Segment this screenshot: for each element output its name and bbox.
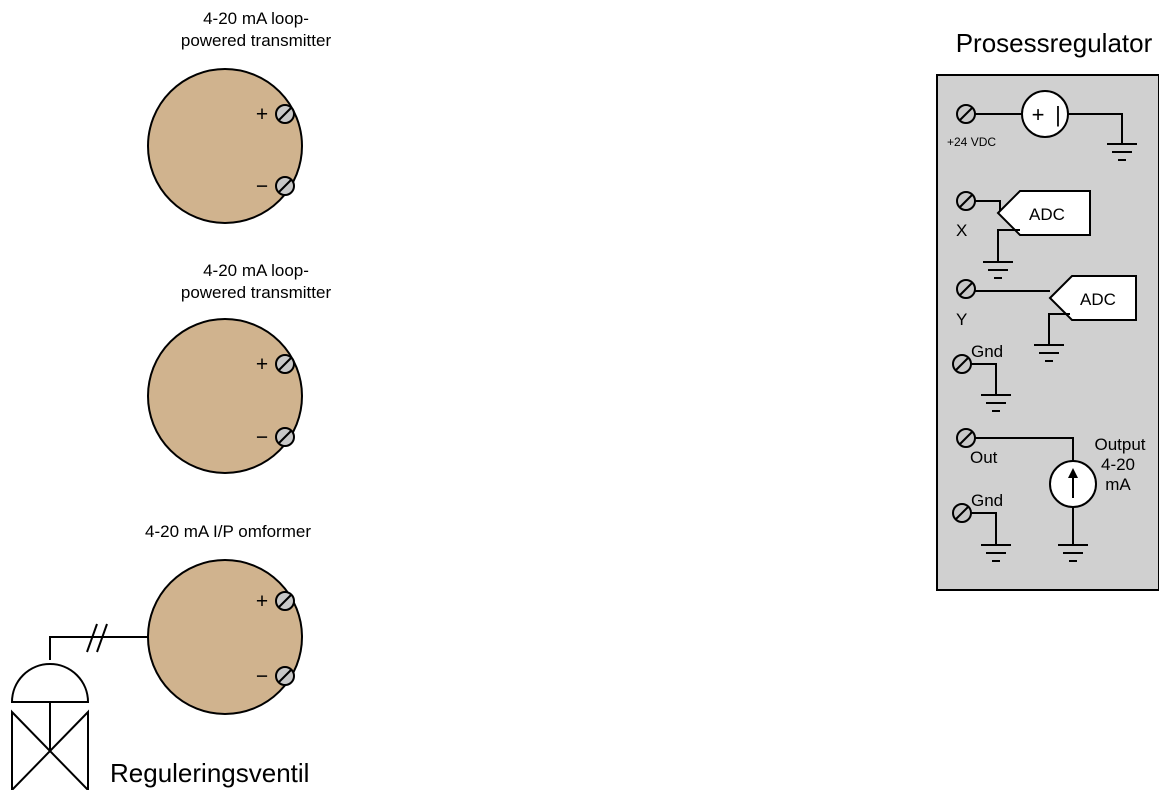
dc-source-icon	[1021, 90, 1069, 138]
out-label: Out	[970, 448, 998, 467]
transmitter-1-minus-terminal[interactable]	[275, 176, 295, 196]
ground-icon-output	[1058, 544, 1088, 562]
transmitter-2-label-line2: powered transmitter	[181, 283, 332, 302]
pneumatic-signal-line	[49, 636, 148, 660]
dc-source-bar: |	[1055, 102, 1061, 127]
ip-converter: 4-20 mA I/P omformer + −	[145, 522, 311, 715]
controller-title: Prosessregulator	[956, 28, 1153, 58]
pneumatic-hash-mark-1	[86, 623, 98, 653]
converter-plus-sign: +	[256, 590, 268, 613]
gnd-2-section: Gnd	[952, 491, 1011, 562]
output-label-line2: 4-20	[1101, 455, 1135, 474]
transmitter-2: 4-20 mA loop- powered transmitter + −	[147, 261, 332, 474]
transmitter-1-label-line2: powered transmitter	[181, 31, 332, 50]
transmitter-1: 4-20 mA loop- powered transmitter + −	[147, 9, 332, 224]
supply-label: +24 VDC	[947, 135, 996, 149]
out-terminal[interactable]	[956, 428, 976, 448]
gnd-1-label: Gnd	[971, 342, 1003, 361]
pneumatic-hash-mark-2	[96, 623, 108, 653]
converter-body	[147, 559, 303, 715]
adc-y-block	[1048, 275, 1137, 321]
input-y-section: Y ADC	[956, 275, 1137, 362]
transmitter-2-plus-sign: +	[256, 353, 268, 376]
input-y-terminal[interactable]	[956, 279, 976, 299]
ground-icon-gnd-2	[981, 544, 1011, 562]
supply-section: + | +24 VDC	[947, 90, 1137, 161]
transmitter-2-plus-terminal[interactable]	[275, 354, 295, 374]
gnd-2-terminal[interactable]	[952, 503, 972, 523]
adc-y-label: ADC	[1080, 290, 1116, 309]
valve-body-icon	[11, 709, 89, 790]
ground-icon-adc-x	[983, 261, 1013, 279]
transmitter-1-label-line1: 4-20 mA loop-	[203, 9, 309, 28]
converter-label: 4-20 mA I/P omformer	[145, 522, 311, 541]
converter-minus-sign: −	[256, 665, 268, 688]
input-x-terminal[interactable]	[956, 191, 976, 211]
adc-x-label: ADC	[1029, 205, 1065, 224]
adc-x-block	[996, 190, 1091, 236]
transmitter-2-minus-sign: −	[256, 426, 268, 449]
output-section: Out Output 4-20 mA	[956, 428, 1146, 562]
ground-icon-supply	[1107, 143, 1137, 161]
transmitter-1-plus-terminal[interactable]	[275, 104, 295, 124]
ground-icon-adc-y	[1034, 344, 1064, 362]
output-label-line1: Output	[1094, 435, 1145, 454]
transmitter-1-minus-sign: −	[256, 175, 268, 198]
input-x-section: X ADC	[956, 190, 1091, 279]
converter-minus-terminal[interactable]	[275, 666, 295, 686]
gnd-1-section: Gnd	[952, 342, 1011, 412]
gnd-2-label: Gnd	[971, 491, 1003, 510]
control-valve: Reguleringsventil	[10, 623, 309, 790]
transmitter-2-body	[147, 318, 303, 474]
input-x-label: X	[956, 221, 967, 240]
gnd-1-terminal[interactable]	[952, 354, 972, 374]
dc-source-plus: +	[1032, 102, 1045, 127]
output-label-line3: mA	[1105, 475, 1131, 494]
transmitter-2-label-line1: 4-20 mA loop-	[203, 261, 309, 280]
valve-label: Reguleringsventil	[110, 758, 309, 788]
current-arrow-icon	[1068, 468, 1078, 478]
input-y-label: Y	[956, 310, 967, 329]
converter-plus-terminal[interactable]	[275, 591, 295, 611]
transmitter-1-body	[147, 68, 303, 224]
transmitter-2-minus-terminal[interactable]	[275, 427, 295, 447]
valve-actuator-dome	[10, 663, 90, 703]
ground-icon-gnd-1	[981, 394, 1011, 412]
supply-terminal[interactable]	[956, 104, 976, 124]
transmitter-1-plus-sign: +	[256, 103, 268, 126]
process-controller: Prosessregulator + | +24 VDC	[936, 28, 1159, 591]
